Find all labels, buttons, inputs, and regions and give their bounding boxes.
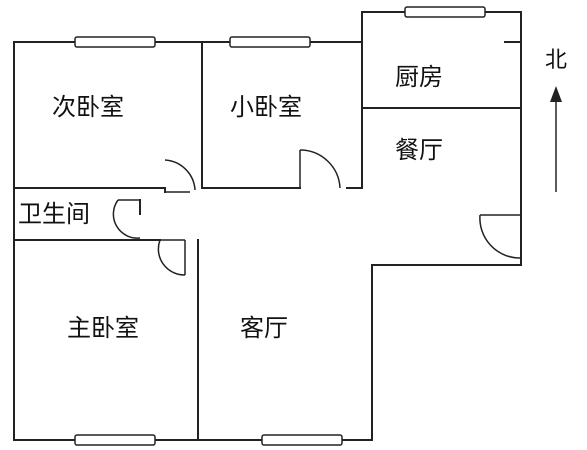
room-label-bathroom: 卫生间 (18, 200, 90, 228)
window-kitchen (404, 6, 486, 18)
north-label: 北 (545, 48, 568, 73)
windows (74, 6, 486, 446)
window-living-room (261, 434, 343, 446)
room-label-master-bedroom: 主卧室 (67, 314, 139, 342)
room-label-small-bedroom: 小卧室 (230, 93, 302, 121)
outer-walls (13, 11, 522, 441)
door-second-bedroom (164, 159, 196, 193)
doors (112, 149, 522, 276)
window-small-bedroom (229, 36, 311, 48)
window-second-bedroom (74, 36, 156, 48)
north-arrow-icon (550, 86, 562, 192)
door-small-bedroom (299, 149, 341, 189)
door-entrance (479, 214, 522, 259)
room-label-kitchen: 厨房 (395, 63, 443, 91)
room-label-dining-room: 餐厅 (395, 136, 443, 164)
door-bathroom (112, 199, 141, 239)
door-master-bedroom (157, 239, 186, 276)
window-master-bedroom (74, 434, 156, 446)
room-label-second-bedroom: 次卧室 (52, 93, 124, 121)
interior-walls (13, 41, 522, 441)
room-label-living-room: 客厅 (240, 314, 288, 342)
